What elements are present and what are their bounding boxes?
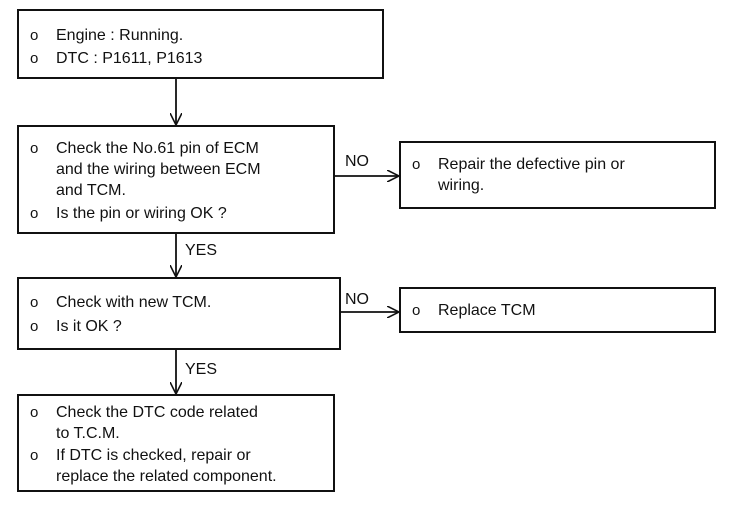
start-condition-box: o Engine : Running. o DTC : P1611, P1613 [17,9,384,79]
replace-tcm-box: o Replace TCM [399,287,716,333]
bullet-marker: o [30,205,39,222]
check-new-tcm-box: o Check with new TCM. o Is it OK ? [17,277,341,350]
list-item: o Check with new TCM. [30,292,211,313]
bullet-marker: o [412,156,421,173]
check-pin-wiring-box: o Check the No.61 pin of ECM and the wir… [17,125,335,234]
item-text: DTC : P1611, P1613 [56,50,203,67]
item-text: Replace TCM [438,302,536,319]
list-item: o Check the No.61 pin of ECM and the wir… [30,138,261,201]
no-label: NO [345,291,369,308]
item-text: Repair the defective pin or wiring. [438,156,625,194]
list-item: o DTC : P1611, P1613 [30,48,202,69]
list-item: o If DTC is checked, repair or replace t… [30,445,277,487]
yes-label: YES [185,361,218,378]
bullet-marker: o [412,302,421,319]
list-item: o Repair the defective pin or wiring. [412,154,625,196]
repair-pin-box: o Repair the defective pin or wiring. [399,141,716,209]
item-text: Check with new TCM. [56,294,212,311]
bullet-marker: o [30,50,39,67]
bullet-marker: o [30,294,39,311]
item-text: Check the No.61 pin of ECM and the wirin… [56,140,261,199]
bullet-marker: o [30,404,39,421]
list-item: o Is it OK ? [30,316,122,337]
bullet-marker: o [30,447,39,464]
check-dtc-code-box: o Check the DTC code related to T.C.M. o… [17,394,335,492]
list-item: o Check the DTC code related to T.C.M. [30,402,258,444]
item-text: If DTC is checked, repair or replace the… [56,447,277,485]
item-text: Is the pin or wiring OK ? [56,205,227,222]
item-text: Check the DTC code related to T.C.M. [56,404,258,442]
list-item: o Engine : Running. [30,25,183,46]
bullet-marker: o [30,140,39,157]
list-item: o Replace TCM [412,300,536,321]
yes-label: YES [185,242,218,259]
item-text: Is it OK ? [56,318,122,335]
no-label: NO [345,153,369,170]
list-item: o Is the pin or wiring OK ? [30,203,227,224]
bullet-marker: o [30,318,39,335]
bullet-marker: o [30,27,39,44]
item-text: Engine : Running. [56,27,184,44]
